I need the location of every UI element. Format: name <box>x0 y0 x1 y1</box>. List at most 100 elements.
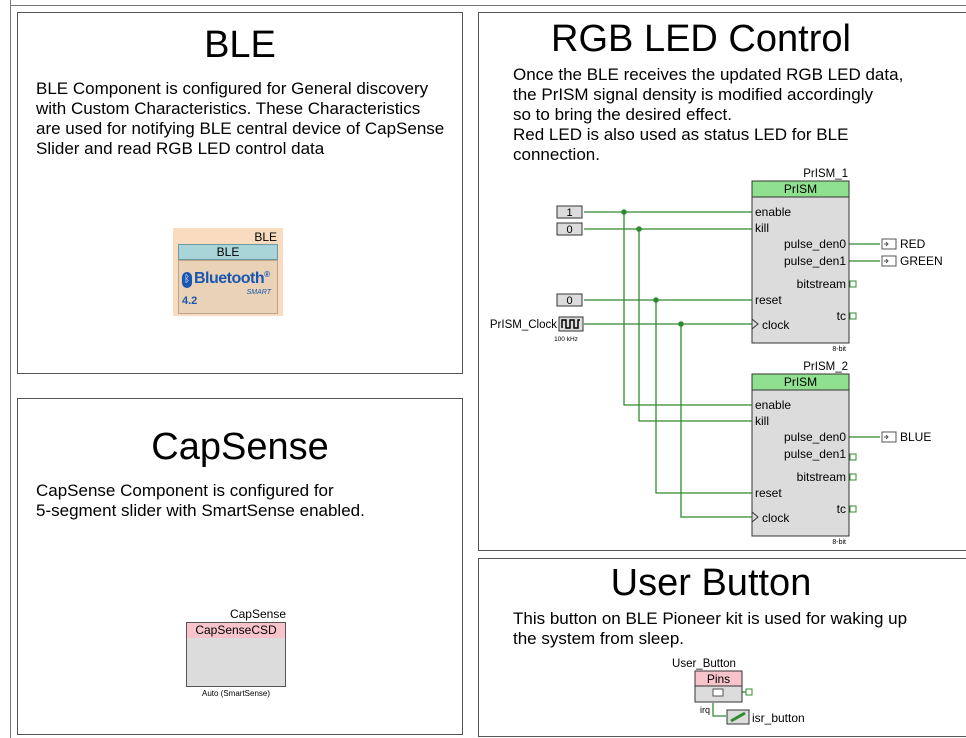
rgb-description-line1: Once the BLE receives the updated RGB LE… <box>513 65 904 84</box>
prism-1-tc-terminal <box>849 312 857 320</box>
prism-1-type-label: PrISM <box>784 182 817 196</box>
prism-2-port-kill: kill <box>755 414 769 428</box>
prism-2-port-pulse-den0: pulse_den0 <box>784 430 846 444</box>
prism-1-port-reset: reset <box>755 293 782 307</box>
ble-instance-name: BLE <box>254 230 277 244</box>
prism-2-resolution: 8-bit <box>832 539 846 546</box>
isr-button-component[interactable]: isr_button <box>726 709 805 725</box>
capsense-panel: CapSense CapSense Component is configure… <box>17 398 463 735</box>
prism-2-pulse-den1-terminal <box>849 453 857 461</box>
pin-green-icon <box>881 255 897 267</box>
sheet-border-top <box>10 5 966 6</box>
wire-reset <box>584 299 752 494</box>
capsense-description-line1: CapSense Component is configured for <box>36 481 334 500</box>
prism-2-instance-name: PrISM_2 <box>803 361 848 373</box>
prism-clock[interactable]: PrISM_Clock 100 kHz <box>490 316 584 343</box>
junction-dots <box>621 209 684 327</box>
ble-panel-description: BLE Component is configured for General … <box>36 79 445 158</box>
user-button-instance-name: User_Button <box>672 658 736 670</box>
prism-2-port-clock: clock <box>762 511 790 525</box>
rgb-description-line3: so to bring the desired effect. <box>513 105 732 124</box>
rgb-panel-title: RGB LED Control <box>551 18 851 60</box>
prism-2-type-label: PrISM <box>784 375 817 389</box>
user-button-panel-title: User Button <box>610 562 812 604</box>
bluetooth-trademark: ® <box>264 270 270 279</box>
pin-blue-icon <box>881 431 897 443</box>
ble-panel-title: BLE <box>204 24 276 66</box>
pin-green-label: GREEN <box>900 254 943 268</box>
prism-2-clock-triangle-icon <box>751 511 759 523</box>
capsense-component[interactable]: CapSense CapSenseCSD Auto (SmartSense) <box>186 607 286 702</box>
user-button-terminal <box>745 688 753 696</box>
prism-1-port-bitstream: bitstream <box>797 277 846 291</box>
prism-1-port-kill: kill <box>755 221 769 235</box>
prism-2-body <box>751 389 850 537</box>
prism-1-resolution: 8-bit <box>832 346 846 353</box>
user-button-description-line1: This button on BLE Pioneer kit is used f… <box>513 609 908 628</box>
ble-component[interactable]: BLE BLE ᛒ Bluetooth® SMART 4.2 <box>173 228 283 316</box>
prism-2-component[interactable]: PrISM_2 PrISM enable kill pulse_den0 pul… <box>751 361 857 546</box>
prism-2-tc-terminal <box>849 505 857 513</box>
junction-clock <box>678 321 684 327</box>
prism-1-bitstream-terminal <box>849 280 857 288</box>
const-enable[interactable]: 1 <box>556 205 583 219</box>
isr-lightning-icon <box>730 711 746 723</box>
rgb-description-line4: Red LED is also used as status LED for B… <box>513 125 849 144</box>
prism-1-port-pulse-den1: pulse_den1 <box>784 254 846 268</box>
junction-reset <box>653 297 659 303</box>
capsense-panel-title: CapSense <box>151 426 329 468</box>
output-pin-blue[interactable]: BLUE <box>881 430 931 444</box>
prism-2-bitstream-terminal <box>849 473 857 481</box>
prism-2-port-bitstream: bitstream <box>797 470 846 484</box>
prism-2-port-reset: reset <box>755 486 782 500</box>
pin-red-icon <box>881 238 897 250</box>
junction-kill <box>636 226 642 232</box>
user-button-pin-icon <box>712 688 724 697</box>
user-button-description-line2: the system from sleep. <box>513 629 685 648</box>
prism-1-instance-name: PrISM_1 <box>803 168 848 180</box>
wire-irq <box>712 703 726 717</box>
prism-1-port-pulse-den0: pulse_den0 <box>784 237 846 251</box>
isr-label: isr_button <box>752 711 805 725</box>
user-button-pin-component[interactable]: User_Button Pins irq <box>672 658 753 715</box>
prism-1-port-tc: tc <box>837 309 846 323</box>
output-pin-red[interactable]: RED <box>881 237 926 251</box>
capsense-footer: Auto (SmartSense) <box>201 689 271 698</box>
pin-red-label: RED <box>900 237 926 251</box>
svg-text:0: 0 <box>566 224 572 236</box>
pin-blue-label: BLUE <box>900 430 931 444</box>
bluetooth-smart-label: SMART <box>246 289 271 296</box>
ble-version: 4.2 <box>182 295 198 307</box>
sheet-border-left <box>10 0 11 738</box>
svg-text:0: 0 <box>566 295 572 307</box>
prism-2-port-pulse-den1: pulse_den1 <box>784 447 846 461</box>
ble-logo: ᛒ Bluetooth® SMART 4.2 <box>178 260 278 314</box>
user-button-type-label: Pins <box>707 672 730 686</box>
const-kill[interactable]: 0 <box>556 222 583 236</box>
bluetooth-icon: ᛒ <box>182 272 192 288</box>
rgb-description-line5: connection. <box>513 145 600 164</box>
prism-2-port-tc: tc <box>837 502 846 516</box>
bluetooth-logo-text: Bluetooth® <box>194 270 270 287</box>
prism-1-clock-triangle-icon <box>751 318 759 330</box>
junction-enable <box>621 209 627 215</box>
const-reset[interactable]: 0 <box>556 293 583 307</box>
svg-text:1: 1 <box>566 207 572 219</box>
prism-2-port-enable: enable <box>755 398 791 412</box>
schematic-wires <box>584 211 880 717</box>
clock-frequency: 100 kHz <box>554 336 578 343</box>
rgb-description-line2: the PrISM signal density is modified acc… <box>513 85 873 104</box>
user-button-irq-label: irq <box>700 705 710 715</box>
prism-1-body <box>751 196 850 344</box>
prism-1-port-enable: enable <box>755 205 791 219</box>
output-pin-green[interactable]: GREEN <box>881 254 943 268</box>
prism-1-port-clock: clock <box>762 318 790 332</box>
rgb-led-panel: RGB LED Control Once the BLE receives th… <box>478 12 966 551</box>
prism-1-component[interactable]: PrISM_1 PrISM enable kill pulse_den0 pul… <box>751 168 857 353</box>
user-button-panel: User Button This button on BLE Pioneer k… <box>478 558 966 737</box>
clock-name: PrISM_Clock <box>490 319 557 331</box>
wire-clock <box>584 323 752 518</box>
wire-enable <box>584 211 752 406</box>
wire-kill <box>584 228 752 422</box>
